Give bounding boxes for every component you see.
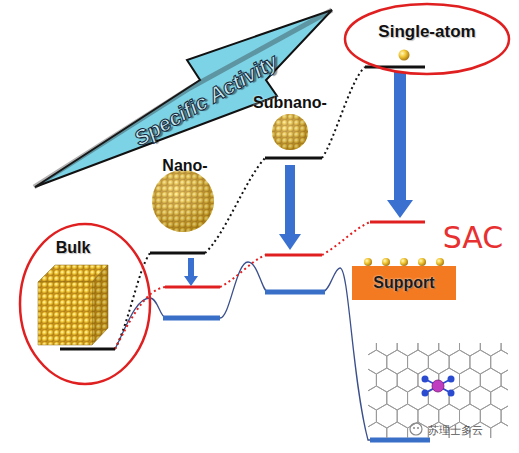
bolt-shape <box>35 10 332 187</box>
lattice-ring <box>480 368 501 392</box>
lattice-ring <box>387 386 408 410</box>
graphene-lattice <box>368 343 508 438</box>
level-label: Subnano- <box>253 94 327 112</box>
bulk-cube <box>38 282 92 345</box>
energy-level <box>265 254 322 257</box>
lattice-ring <box>387 350 408 374</box>
lattice-ring <box>408 386 429 410</box>
lattice-ring <box>491 422 508 438</box>
energy-level <box>165 286 220 289</box>
nano-cluster-shade <box>152 170 214 232</box>
handwritten-note: SAC <box>443 220 504 255</box>
support-atom <box>364 258 372 266</box>
energy-level <box>265 157 322 160</box>
support-atom <box>382 258 390 266</box>
support-box: Support <box>352 266 456 300</box>
lattice-ring <box>460 343 481 356</box>
lattice-ring <box>387 422 408 438</box>
dotted-trend <box>205 158 265 253</box>
lattice-ring <box>449 350 470 374</box>
energy-level <box>265 290 325 295</box>
energy-level <box>150 252 205 255</box>
nitrogen-atom <box>448 376 455 383</box>
support-atom <box>418 258 426 266</box>
highlight-circle: Single-atom <box>343 2 511 76</box>
lattice-ring <box>376 368 397 392</box>
lattice-ring <box>368 422 387 438</box>
watermark-icon <box>417 427 419 429</box>
dotted-trend <box>115 287 165 349</box>
bolt-shadow <box>34 10 332 187</box>
red-circle <box>345 4 509 74</box>
lattice-ring <box>397 404 418 428</box>
down-arrow <box>279 165 301 250</box>
single-atom <box>399 50 410 61</box>
bulk-cube-shade <box>92 265 108 345</box>
support-atom <box>400 258 408 266</box>
lattice-ring <box>439 343 460 356</box>
support-atom <box>436 258 444 266</box>
bulk-cube <box>92 265 108 345</box>
dotted-trend <box>220 255 265 287</box>
lattice-ring <box>397 368 418 392</box>
energy-level <box>370 221 425 224</box>
nano-cluster <box>152 170 214 232</box>
watermark: 苏理士多云 <box>428 423 483 438</box>
level-label: Bulk <box>56 239 91 257</box>
lattice-ring <box>480 343 501 356</box>
lattice-ring <box>428 350 449 374</box>
level-label: Single-atom <box>378 22 475 42</box>
lattice-ring <box>376 404 397 428</box>
subnano-cluster-shade <box>272 114 308 150</box>
red-circle <box>20 224 150 384</box>
dotted-trend <box>322 67 365 158</box>
watermark-icon <box>410 423 422 435</box>
lattice-ring <box>480 404 501 428</box>
lattice-ring <box>376 343 397 356</box>
dotted-trend <box>322 222 370 255</box>
nitrogen-atom <box>422 390 429 397</box>
watermark-icon <box>413 427 415 429</box>
lattice-ring <box>501 343 508 356</box>
down-arrow <box>184 258 198 286</box>
highlight-circle: Bulk <box>18 222 152 386</box>
down-arrow <box>387 72 413 218</box>
energy-level <box>370 438 430 443</box>
level-label: Nano- <box>162 157 207 175</box>
support-label: Support <box>373 274 434 292</box>
nitrogen-atom <box>448 390 455 397</box>
lattice-ring <box>449 386 470 410</box>
lattice-ring <box>408 422 429 438</box>
metal-atom <box>432 380 444 392</box>
lattice-ring <box>491 350 508 374</box>
lattice-ring <box>491 386 508 410</box>
lattice-ring <box>460 368 481 392</box>
lattice-ring <box>470 350 491 374</box>
energy-level <box>163 316 220 321</box>
nitrogen-atom <box>422 376 429 383</box>
subnano-cluster <box>272 114 308 150</box>
lattice-ring <box>408 350 429 374</box>
lattice-ring <box>418 343 439 356</box>
lattice-ring <box>470 386 491 410</box>
lattice-ring <box>397 343 418 356</box>
energy-level <box>60 348 115 351</box>
